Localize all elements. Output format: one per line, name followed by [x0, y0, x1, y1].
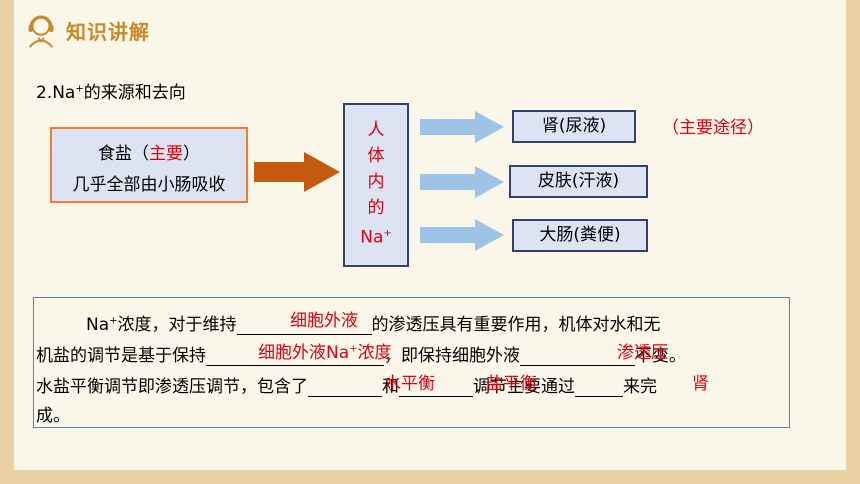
blank-5	[399, 376, 473, 397]
output-arrow	[420, 166, 504, 198]
main-path-note: （主要途径）	[662, 118, 764, 138]
blank-1	[236, 314, 372, 335]
para-line-2: 机盐的调节是基于保持，即保持细胞外液不变。	[36, 345, 686, 366]
answer-5: 盐平衡	[486, 374, 537, 394]
output-box-kidney: 肾(尿液)	[512, 110, 636, 143]
explanation-box: Na+浓度，对于维持的渗透压具有重要作用，机体对水和无 机盐的调节是基于保持，即…	[33, 297, 790, 428]
section-title: 2.Na+的来源和去向	[36, 83, 186, 103]
output-box-intestine: 大肠(粪便)	[512, 219, 648, 252]
blank-6	[575, 376, 623, 397]
output-arrow	[420, 111, 504, 143]
para-line-3: 水盐平衡调节即渗透压调节，包含了和调节主要通过来完	[36, 376, 657, 397]
para-line-1: Na+浓度，对于维持的渗透压具有重要作用，机体对水和无	[86, 314, 661, 335]
headset-person-icon	[28, 15, 54, 48]
output-box-skin: 皮肤(汗液)	[509, 165, 648, 198]
salt-box: 食盐（主要） 几乎全部由小肠吸收	[50, 127, 248, 203]
blank-2	[206, 345, 384, 366]
blank-4	[308, 376, 382, 397]
body-box: 人 体 内 的 Na+	[343, 103, 409, 267]
para-line-4: 成。	[36, 406, 70, 426]
answer-3: 渗透压	[617, 343, 668, 363]
answer-4: 水平衡	[384, 374, 435, 394]
answer-2: 细胞外液Na+浓度	[258, 343, 392, 363]
answer-1: 细胞外液	[290, 311, 358, 331]
header: 知识讲解	[14, 6, 150, 54]
answer-6: 肾	[692, 374, 709, 394]
blank-3	[520, 345, 635, 366]
header-title: 知识讲解	[66, 19, 150, 44]
intake-arrow	[254, 152, 340, 192]
output-arrow	[420, 219, 504, 251]
